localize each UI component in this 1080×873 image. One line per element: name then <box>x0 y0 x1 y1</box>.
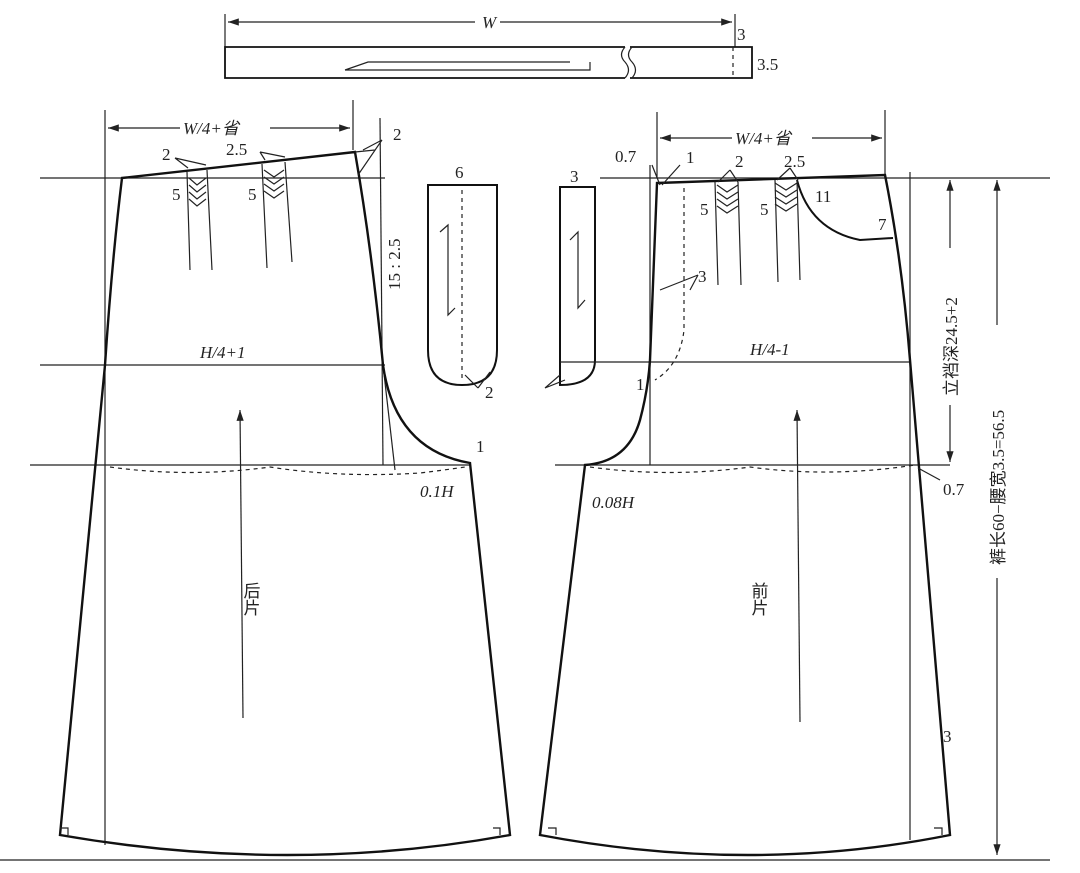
front-dart1-length: 5 <box>700 200 709 219</box>
front-fly-label: 3 <box>698 267 707 286</box>
back-dart2-length: 5 <box>248 185 257 204</box>
waistband-width-label: W <box>482 13 498 32</box>
front-fly-top-label: 1 <box>686 148 695 167</box>
front-hip-label: H/4-1 <box>749 340 790 359</box>
waistband-band-label: 3.5 <box>757 55 778 74</box>
back-dart1-length: 5 <box>172 185 181 204</box>
back-facing-width: 6 <box>455 163 464 182</box>
front-pocket-width: 11 <box>815 187 831 206</box>
front-piece-name: 前片 <box>749 582 769 616</box>
front-waist-label: W/4+省 <box>735 129 793 148</box>
front-dart1-depth: 2 <box>735 152 744 171</box>
back-piece: W/4+省 2 5 2.5 5 2 15 : 2.5 H/4+1 1 0.1H … <box>30 100 512 857</box>
front-crotch-side-label: 0.7 <box>943 480 965 499</box>
front-crotch-label: 0.08H <box>592 493 636 512</box>
back-facing-bottom: 2 <box>485 383 494 402</box>
back-dart2-depth: 2.5 <box>226 140 247 159</box>
front-piece: W/4+省 0.7 1 2 5 2.5 5 11 7 3 1 H/4-1 0.0… <box>538 110 1050 857</box>
rise-dimension-label: 立裆深24.5+2 <box>942 297 961 396</box>
back-hip-label: H/4+1 <box>199 343 245 362</box>
front-facing: 3 <box>544 167 596 389</box>
dimension-lines: 立裆深24.5+2 裤长60−腰宽3.5=56.5 <box>0 180 1050 861</box>
grain-arrow <box>344 61 591 71</box>
length-dimension-label: 裤长60−腰宽3.5=56.5 <box>989 410 1008 565</box>
front-offset-label: 0.7 <box>615 147 637 166</box>
front-fly-bottom-label: 1 <box>636 375 645 394</box>
front-dart2-length: 5 <box>760 200 769 219</box>
back-dart1-depth: 2 <box>162 145 171 164</box>
back-crotch-ext-label: 1 <box>476 437 485 456</box>
back-crotch-label: 0.1H <box>420 482 455 501</box>
front-pocket-depth: 7 <box>878 215 887 234</box>
back-facing: 6 2 <box>427 163 498 402</box>
front-facing-width: 3 <box>570 167 579 186</box>
waistband: W 3 3.5 <box>224 13 778 79</box>
grain-arrow <box>439 223 456 317</box>
back-slope-label: 15 : 2.5 <box>385 239 404 290</box>
back-piece-name: 后片 <box>241 582 261 616</box>
front-hem-label: 3 <box>943 727 952 746</box>
waistband-height-label: 3 <box>737 25 746 44</box>
back-side-label: 2 <box>393 125 402 144</box>
front-dart2-depth: 2.5 <box>784 152 805 171</box>
back-waist-label: W/4+省 <box>183 119 241 138</box>
